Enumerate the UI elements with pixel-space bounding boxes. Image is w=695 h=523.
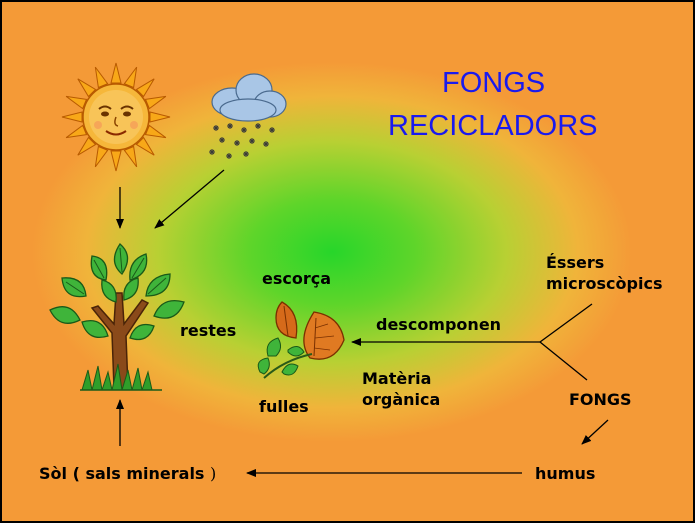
fork-lower-line — [539, 341, 588, 381]
label-descomponen: descomponen — [376, 315, 502, 334]
fork-upper-line — [539, 303, 593, 343]
arrow-fongs-to-humus — [581, 419, 609, 445]
label-materia: Matèria orgànica — [362, 368, 440, 410]
label-humus: humus — [535, 464, 596, 483]
label-materia-line-2: orgànica — [362, 390, 441, 409]
label-materia-line-1: Matèria — [362, 369, 432, 388]
label-escorca: escorça — [262, 269, 332, 288]
tree-icon — [49, 243, 185, 391]
label-sol: Sòl ( sals minerals ) — [39, 463, 216, 484]
label-essers-line-2: microscòpics — [546, 274, 663, 293]
label-essers: Éssers microscòpics — [546, 252, 662, 294]
arrow-cloud-to-tree — [154, 169, 225, 229]
label-sol-main: Sòl ( sals minerals — [39, 464, 211, 483]
label-restes: restes — [180, 321, 237, 340]
title-line-2: RECICLADORS — [388, 110, 598, 142]
sun-icon — [61, 62, 171, 172]
leaves-icon — [257, 301, 345, 379]
label-fongs: FONGS — [569, 390, 632, 409]
snow-cloud-icon — [209, 73, 287, 159]
title-line-1: FONGS — [442, 67, 546, 99]
label-sol-close: ) — [210, 464, 217, 483]
label-fulles: fulles — [259, 397, 309, 416]
label-essers-line-1: Éssers — [546, 253, 605, 272]
